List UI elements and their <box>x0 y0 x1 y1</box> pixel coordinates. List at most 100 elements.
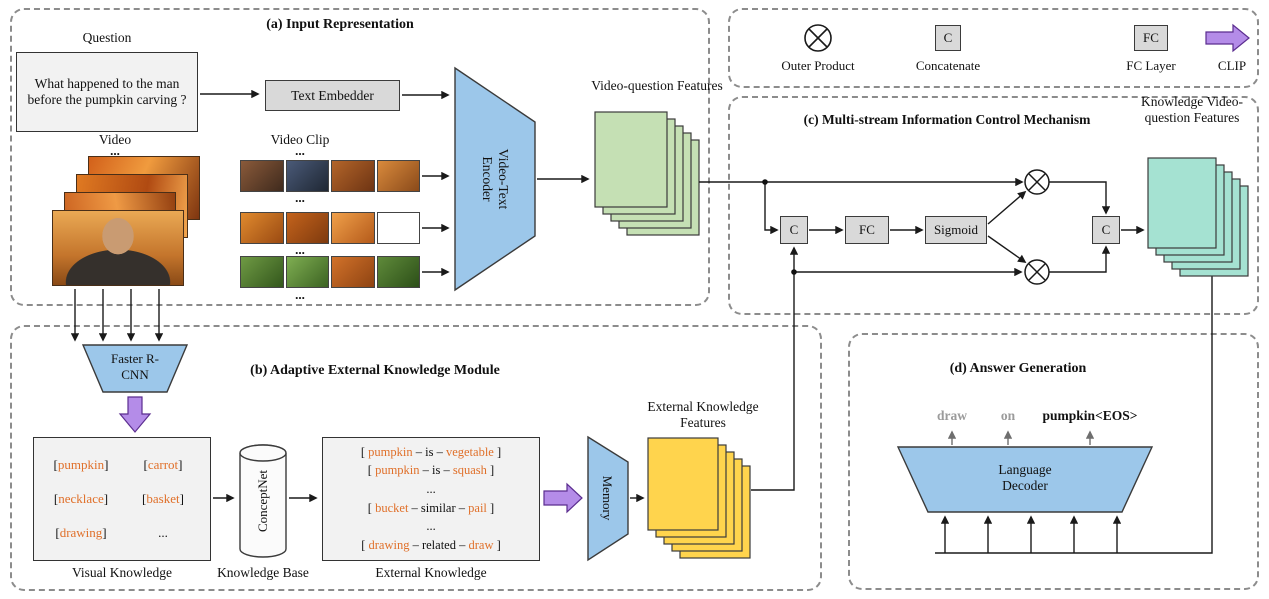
output-word: pumpkin<EOS> <box>1042 408 1138 423</box>
knowledge-token: – is – <box>419 463 453 478</box>
video-clip-row <box>240 212 420 244</box>
knowledge-token: drawing <box>368 538 410 553</box>
visual-knowledge-item: [drawing] <box>55 525 106 541</box>
video-clip-frame <box>376 160 420 192</box>
external-knowledge-line: [ bucket – similar – pail ] <box>326 501 536 516</box>
video-clip-label: Video Clip <box>270 132 330 147</box>
video-clip-row <box>240 160 420 192</box>
question-label: Question <box>82 30 132 45</box>
visual-knowledge-item: ... <box>158 525 168 541</box>
knowledge-token: ] <box>493 538 501 553</box>
video-clip-frame <box>240 256 284 288</box>
visual-knowledge-item: [necklace] <box>54 491 108 507</box>
output-word: draw <box>937 408 967 423</box>
video-clip-frame <box>285 160 329 192</box>
knowledge-token: ] <box>103 491 109 506</box>
knowledge-token: ... <box>426 519 436 534</box>
knowledge-token: [ <box>367 463 376 478</box>
knowledge-features-label: Knowledge Video-question Features <box>1140 94 1244 126</box>
knowledge-token: squash <box>452 463 487 478</box>
knowledge-token: [ <box>360 444 369 459</box>
panel-b-title: (b) Adaptive External Knowledge Module <box>250 363 500 378</box>
knowledge-token: drawing <box>59 525 103 540</box>
video-clip-frame <box>331 160 375 192</box>
concat-box-1: C <box>780 216 808 244</box>
fc-box: FC <box>845 216 889 244</box>
ellipsis: ... <box>295 287 305 302</box>
knowledge-token: [ <box>53 491 59 506</box>
panel-d-title: (d) Answer Generation <box>949 361 1087 376</box>
video-question-features-label: Video-question Features <box>591 78 723 93</box>
panel-a-title: (a) Input Representation <box>266 17 414 32</box>
knowledge-token: pumpkin <box>368 444 413 459</box>
knowledge-token: ] <box>486 463 495 478</box>
visual-knowledge-item: [carrot] <box>144 457 183 473</box>
external-knowledge-line: ... <box>326 519 536 534</box>
question-box: What happened to the man before the pump… <box>16 52 198 132</box>
knowledge-token: ... <box>426 482 436 497</box>
knowledge-token: bucket <box>375 500 409 515</box>
external-knowledge-line: ... <box>326 482 536 497</box>
external-knowledge-label: External Knowledge <box>375 565 487 580</box>
conceptnet-label: ConceptNet <box>255 469 271 533</box>
concatenate-label: Concatenate <box>915 58 981 73</box>
external-knowledge-line: [ drawing – related – draw ] <box>326 538 536 553</box>
video-clip-frame <box>376 212 420 244</box>
knowledge-base-label: Knowledge Base <box>217 565 309 580</box>
knowledge-token: [ <box>143 457 148 472</box>
outer-product-label: Outer Product <box>781 58 855 73</box>
video-clip-frame <box>331 212 375 244</box>
visual-knowledge-box: [pumpkin] [carrot] [necklace] [basket] [… <box>33 437 211 561</box>
ellipsis: ... <box>110 143 120 158</box>
concat-box-2: C <box>1092 216 1120 244</box>
sigmoid-box: Sigmoid <box>925 216 987 244</box>
knowledge-token: carrot <box>147 457 179 472</box>
ellipsis: ... <box>295 143 305 158</box>
video-clip-frame <box>376 256 420 288</box>
external-features-label: External Knowledge Features <box>647 399 759 431</box>
knowledge-token: pumpkin <box>375 463 420 478</box>
knowledge-token: [ <box>53 457 58 472</box>
knowledge-token: ] <box>493 444 502 459</box>
knowledge-token: basket <box>146 491 180 506</box>
knowledge-token: – related – <box>409 538 469 553</box>
visual-knowledge-item: [basket] <box>142 491 184 507</box>
language-decoder-label: Language Decoder <box>998 462 1052 494</box>
panel-knowledge-module <box>10 325 822 591</box>
visual-knowledge-label: Visual Knowledge <box>71 565 173 580</box>
external-knowledge-line: [ pumpkin – is – squash ] <box>326 463 536 478</box>
memory-label: Memory <box>599 475 615 521</box>
panel-c-title: (c) Multi-stream Information Control Mec… <box>803 112 1091 127</box>
knowledge-token: [ <box>142 491 147 506</box>
visual-knowledge-item: [pumpkin] <box>54 457 109 473</box>
knowledge-token: [ <box>55 525 60 540</box>
knowledge-token: – similar – <box>408 500 469 515</box>
knowledge-token: [ <box>361 538 369 553</box>
knowledge-token: pumpkin <box>57 457 105 472</box>
video-clip-frame <box>240 160 284 192</box>
knowledge-token: ] <box>179 491 184 506</box>
ellipsis: ... <box>295 190 305 205</box>
knowledge-token: necklace <box>58 491 104 506</box>
knowledge-token: draw <box>468 538 494 553</box>
panel-legend <box>728 8 1259 88</box>
knowledge-token: ] <box>102 525 107 540</box>
knowledge-token: vegetable <box>445 444 494 459</box>
knowledge-token: pail <box>468 500 487 515</box>
knowledge-token: ] <box>486 500 495 515</box>
knowledge-token: ... <box>158 525 168 540</box>
text-embedder-box: Text Embedder <box>265 80 400 111</box>
knowledge-token: – is – <box>412 444 446 459</box>
video-clip-frame <box>285 256 329 288</box>
video-label: Video <box>98 132 132 147</box>
fc-layer-label: FC Layer <box>1126 58 1176 73</box>
external-knowledge-line: [ pumpkin – is – vegetable ] <box>326 445 536 460</box>
knowledge-token: ] <box>104 457 109 472</box>
faster-rcnn-label: Faster R-CNN <box>110 351 160 382</box>
external-knowledge-box: [ pumpkin – is – vegetable ] [ pumpkin –… <box>322 437 540 561</box>
ellipsis: ... <box>295 242 305 257</box>
video-clip-frame <box>240 212 284 244</box>
fc-symbol-box: FC <box>1134 25 1168 51</box>
knowledge-token: ] <box>178 457 183 472</box>
